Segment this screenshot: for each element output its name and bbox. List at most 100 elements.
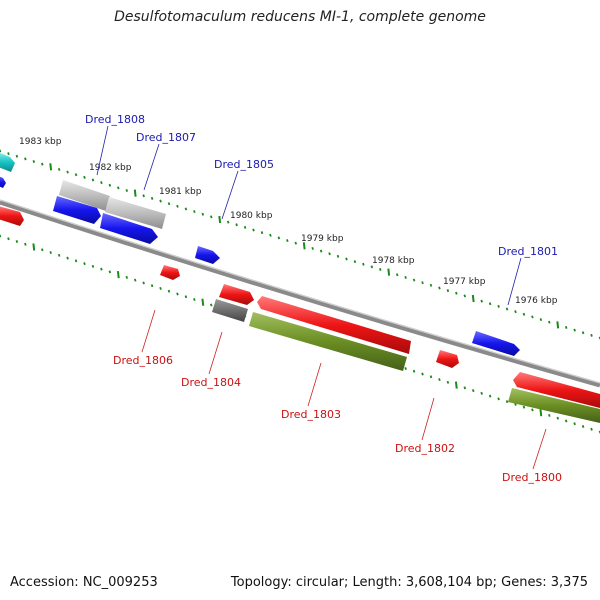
inner-tick	[176, 292, 179, 296]
outer-tick	[252, 228, 255, 232]
leader-line-1801	[507, 257, 522, 306]
outer-tick	[15, 154, 19, 158]
gene-reverse-1802[interactable]	[436, 350, 459, 368]
gene-reverse-1804[interactable]	[219, 284, 254, 305]
inner-tick	[454, 381, 458, 389]
leader-line-1803	[307, 362, 322, 407]
outer-tick	[480, 299, 483, 303]
gene-label-dred-1808[interactable]: Dred_1808	[85, 113, 145, 126]
gene-gray-1808[interactable]	[59, 180, 110, 211]
gene-label-dred-1807[interactable]: Dred_1807	[136, 131, 196, 144]
gene-label-dred-1805[interactable]: Dred_1805	[214, 158, 274, 171]
inner-tick	[421, 372, 424, 376]
gene-label-dred-1806[interactable]: Dred_1806	[113, 354, 173, 367]
kbp-label: 1981 kbp	[159, 187, 202, 197]
inner-tick	[564, 419, 568, 423]
outer-tick	[260, 231, 264, 235]
gene-label-dred-1804[interactable]: Dred_1804	[181, 376, 241, 389]
gene-olive-1800[interactable]	[508, 388, 600, 423]
outer-tick	[32, 160, 36, 164]
gene-forward-1801[interactable]	[472, 331, 520, 356]
gene-forward-1807[interactable]	[100, 213, 158, 244]
outer-tick	[379, 268, 382, 272]
gene-forward[interactable]	[0, 176, 6, 188]
leader-line-1806	[141, 309, 156, 353]
gene-gray-1807[interactable]	[105, 197, 166, 229]
kbp-label: 1983 kbp	[19, 137, 62, 147]
gene-forward-1808[interactable]	[53, 196, 101, 224]
inner-tick	[24, 242, 27, 246]
outer-tick	[210, 215, 213, 219]
inner-tick	[488, 394, 492, 398]
outer-tick	[302, 242, 306, 250]
inner-tick	[429, 375, 433, 379]
outer-tick	[336, 254, 340, 258]
inner-tick	[108, 270, 112, 274]
gene-reverse-1800[interactable]	[513, 372, 600, 408]
inner-tick	[497, 397, 500, 401]
accession-text: Accession: NC_009253	[10, 575, 158, 590]
kbp-label: 1976 kbp	[515, 296, 558, 306]
outer-tick	[505, 307, 509, 311]
inner-tick	[471, 389, 475, 393]
outer-tick	[108, 183, 112, 187]
inner-tick	[125, 275, 129, 279]
gene-label-dred-1800[interactable]: Dred_1800	[502, 471, 562, 484]
rna-feature[interactable]	[0, 152, 15, 172]
outer-tick	[218, 215, 222, 224]
inner-tick	[412, 369, 416, 373]
inner-tick	[505, 400, 509, 404]
outer-tick	[471, 294, 475, 303]
inner-tick	[573, 422, 576, 426]
inner-tick	[167, 289, 171, 293]
outer-tick	[548, 320, 551, 324]
inner-tick	[150, 284, 154, 288]
outer-tick	[564, 325, 568, 329]
inner-tick	[91, 264, 95, 268]
gene-reverse-1803[interactable]	[257, 296, 411, 354]
gene-reverse-1806[interactable]	[160, 265, 180, 280]
genome-backbone	[0, 199, 600, 388]
gene-forward-1805[interactable]	[195, 246, 220, 264]
outer-tick	[531, 315, 534, 319]
outer-tick	[294, 241, 298, 245]
outer-tick	[522, 312, 526, 316]
outer-tick	[395, 273, 399, 277]
kbp-label: 1982 kbp	[89, 163, 132, 173]
inner-tick	[193, 298, 196, 301]
outer-tick	[133, 189, 137, 197]
outer-tick	[345, 257, 348, 261]
inner-tick	[590, 427, 593, 431]
inner-tick	[7, 237, 10, 241]
inner-tick	[581, 424, 585, 428]
inner-tick	[100, 267, 103, 271]
outer-tick	[66, 170, 69, 174]
outer-tick	[83, 175, 86, 179]
gene-darkgray-1804[interactable]	[212, 299, 248, 322]
gene-reverse[interactable]	[0, 206, 24, 226]
kbp-label: 1977 kbp	[443, 277, 486, 287]
outer-tick	[7, 152, 10, 156]
outer-tick	[311, 246, 314, 250]
inner-tick	[159, 286, 162, 290]
gene-label-dred-1802[interactable]: Dred_1802	[395, 442, 455, 455]
inner-tick	[32, 243, 36, 251]
inner-tick	[142, 281, 145, 285]
topology-summary: Topology: circular; Length: 3,608,104 bp…	[230, 575, 588, 590]
gene-label-dred-1803[interactable]: Dred_1803	[281, 408, 341, 421]
inner-tick	[556, 416, 560, 420]
outer-tick	[235, 223, 238, 227]
outer-tick	[488, 302, 492, 306]
inner-tick	[404, 367, 407, 370]
outer-tick	[286, 239, 289, 243]
outer-tick	[159, 199, 162, 203]
outer-tick	[91, 178, 95, 182]
outer-tick	[269, 233, 272, 237]
inner-tick	[201, 298, 205, 306]
gene-olive-1803[interactable]	[249, 312, 407, 371]
inner-tick	[463, 386, 467, 390]
gene-label-dred-1801[interactable]: Dred_1801	[498, 245, 558, 258]
outer-tick	[362, 262, 365, 266]
inner-tick	[40, 248, 44, 252]
